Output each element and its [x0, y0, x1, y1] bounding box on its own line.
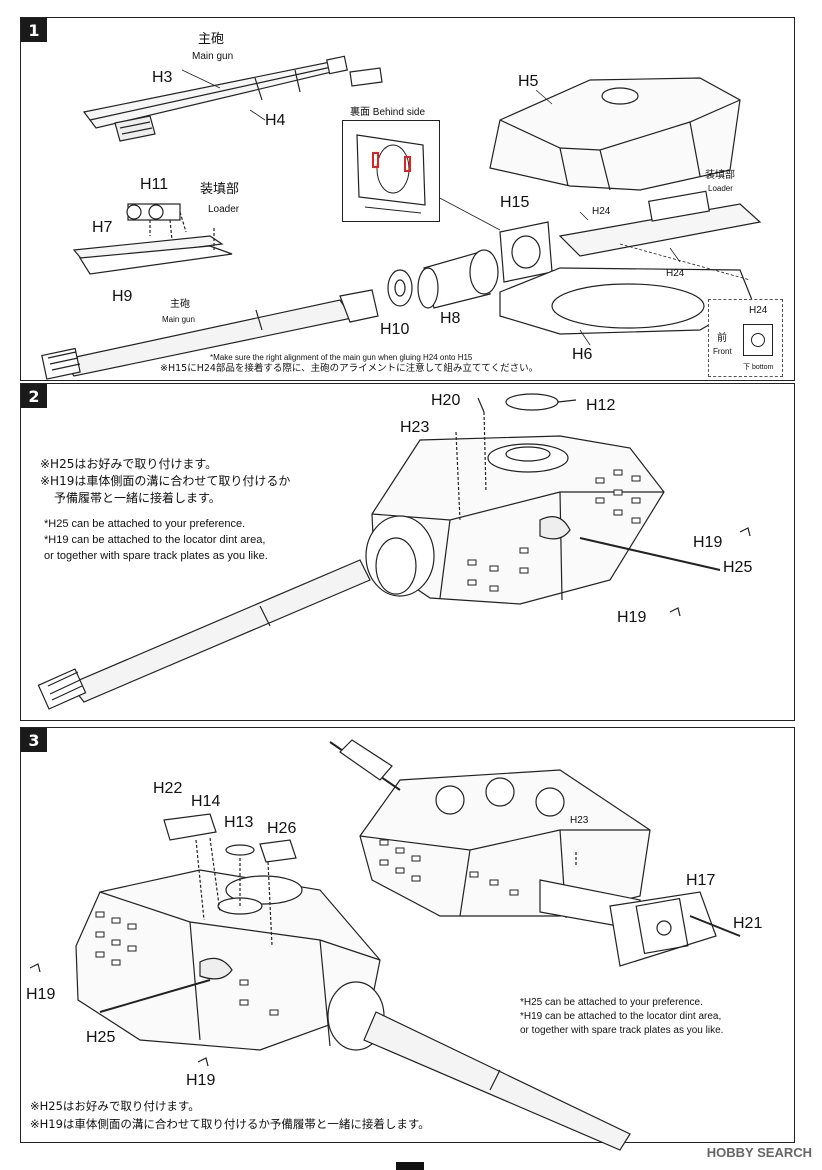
- behind-side-drawing: [356, 134, 426, 214]
- behind-side-inset: [342, 120, 440, 222]
- step3-label-h19a: H19: [26, 986, 56, 1003]
- part-label-h10: H10: [380, 321, 410, 338]
- part-label-h7: H7: [92, 219, 113, 236]
- step-1-note-en: *Make sure the right alignment of the ma…: [210, 353, 473, 362]
- step-2-note-jp-2: ※H19は車体側面の溝に合わせて取り付けるか: [40, 474, 291, 488]
- turret-rear-view: [359, 769, 651, 917]
- part-label-h15: H15: [500, 194, 530, 211]
- loader-en-label: Loader: [208, 204, 240, 215]
- step-1-number: 1: [21, 18, 47, 42]
- step-2-note-en-1: *H25 can be attached to your preference.: [44, 518, 246, 530]
- step3-label-h25: H25: [86, 1029, 116, 1046]
- loader2-en-label: Loader: [708, 184, 733, 193]
- step3-label-h26: H26: [267, 820, 297, 837]
- step-2-notes-en: *H25 can be attached to your preference.…: [44, 516, 268, 564]
- step3-label-h14: H14: [191, 793, 221, 810]
- step-3-notes-en: *H25 can be attached to your preference.…: [520, 996, 723, 1038]
- loader-jp-label: 装填部: [200, 181, 240, 196]
- step-3-note-en-2: *H19 can be attached to the locator dint…: [520, 1011, 722, 1022]
- step3-label-h17: H17: [686, 872, 716, 889]
- main-gun-jp-label: 主砲: [198, 31, 225, 46]
- step2-label-h12: H12: [586, 397, 616, 414]
- step-1-note-jp: ※H15にH24部品を接着する際に、主砲のアライメントに注意して組み立ててくださ…: [160, 363, 539, 374]
- part-label-h5: H5: [518, 73, 539, 90]
- step3-label-h22: H22: [153, 780, 183, 797]
- main-gun-en-label: Main gun: [192, 51, 234, 62]
- bottom-label: 下 bottom: [743, 364, 774, 371]
- front-orientation-box: H24 前 Front 下 bottom: [708, 299, 783, 377]
- step3-label-h13: H13: [224, 814, 254, 831]
- main-gun2-en-label: Main gun: [162, 315, 195, 324]
- step-2-note-en-2: *H19 can be attached to the locator dint…: [44, 534, 266, 546]
- step-3-note-en-1: *H25 can be attached to your preference.: [520, 997, 703, 1008]
- page-number-tab: [396, 1162, 424, 1170]
- step2-label-h23: H23: [400, 419, 430, 436]
- gun-barrel-step2: [69, 559, 371, 703]
- step3-label-h19b: H19: [186, 1072, 216, 1089]
- front-h24-hole: [751, 333, 765, 347]
- step2-label-h25: H25: [723, 559, 753, 576]
- step2-label-h19a: H19: [693, 534, 723, 551]
- turret-front-view: [75, 869, 381, 1051]
- gun-barrel-step3: [363, 1011, 631, 1151]
- step2-label-h20: H20: [431, 392, 461, 409]
- hobby-search-watermark: HOBBY SEARCH: [706, 1145, 812, 1160]
- step-3-number: 3: [21, 728, 47, 752]
- front-h24-label: H24: [749, 305, 768, 316]
- step2-label-h19b: H19: [617, 609, 647, 626]
- part-label-h11: H11: [140, 176, 169, 193]
- step-2-number: 2: [21, 384, 47, 408]
- front-h24-part: [743, 324, 773, 356]
- step-2-notes-jp: ※H25はお好みで取り付けます。 ※H19は車体側面の溝に合わせて取り付けるか …: [40, 456, 290, 507]
- step-3-notes-jp: ※H25はお好みで取り付けます。 ※H19は車体側面の溝に合わせて取り付けるか予…: [30, 1097, 430, 1133]
- part-label-h4: H4: [265, 112, 286, 129]
- front-jp-label: 前: [717, 333, 727, 344]
- step-2-note-jp-1: ※H25はお好みで取り付けます。: [40, 457, 218, 471]
- part-label-h8: H8: [440, 310, 461, 327]
- part-label-h9: H9: [112, 288, 133, 305]
- behind-side-label: 裏面 Behind side: [350, 107, 426, 118]
- step3-label-h23: H23: [570, 815, 589, 826]
- part-label-h6: H6: [572, 346, 593, 363]
- turret-shell-h5: [489, 77, 741, 191]
- step-2-note-en-3: or together with spare track plates as y…: [44, 550, 268, 562]
- step3-label-h21: H21: [733, 915, 763, 932]
- main-gun2-jp-label: 主砲: [170, 299, 190, 310]
- front-en-label: Front: [713, 347, 732, 356]
- part-label-h24a: H24: [592, 206, 611, 217]
- part-label-h3: H3: [152, 69, 173, 86]
- loader2-jp-label: 装填部: [705, 170, 735, 181]
- step-2-note-jp-3: 予備履帯と一緒に接着します。: [54, 491, 221, 505]
- step-3-note-jp-2: ※H19は車体側面の溝に合わせて取り付けるか予備履帯と一緒に接着します。: [30, 1117, 430, 1131]
- part-label-h24b: H24: [666, 268, 685, 279]
- step-3-note-jp-1: ※H25はお好みで取り付けます。: [30, 1099, 200, 1113]
- step-3-note-en-3: or together with spare track plates as y…: [520, 1025, 724, 1036]
